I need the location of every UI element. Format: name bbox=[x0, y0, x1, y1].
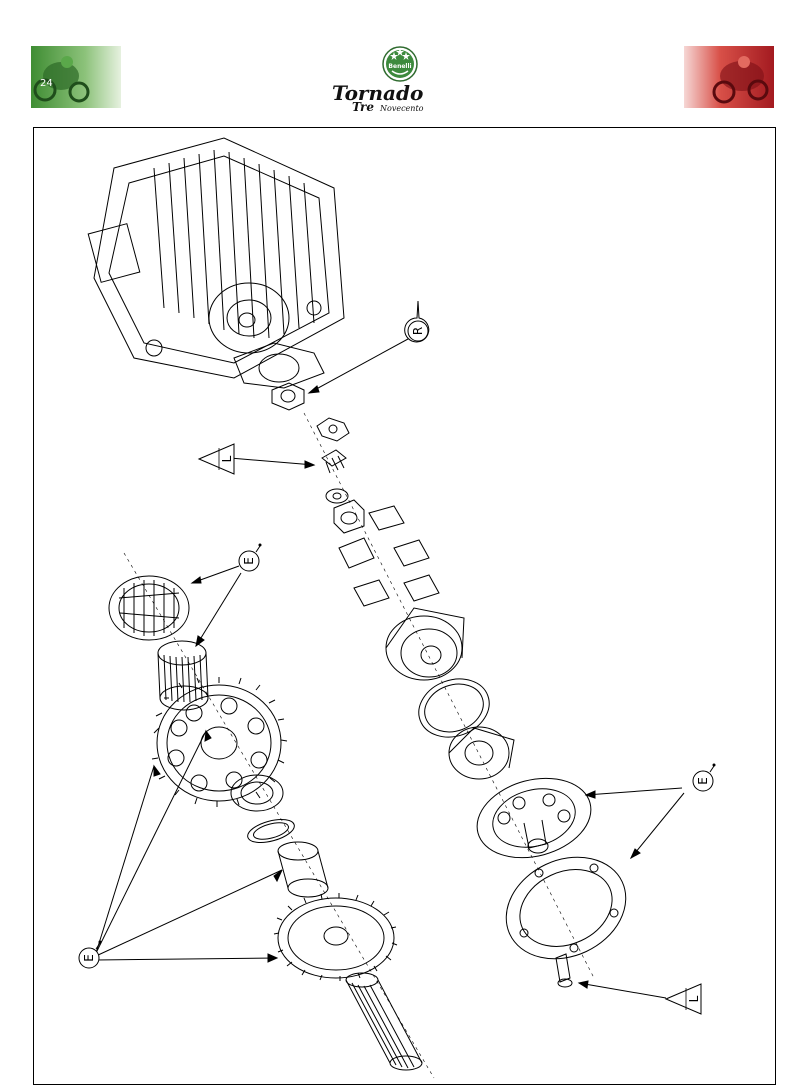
leader-lines bbox=[95, 332, 685, 999]
header-photo-red-rider bbox=[684, 46, 774, 108]
bolt-lower bbox=[555, 953, 573, 988]
splined-shaft bbox=[345, 972, 423, 1071]
brand-logo: Benelli Tornado Tre Novecento bbox=[332, 46, 424, 114]
marker-e-upper-label: E bbox=[242, 557, 256, 565]
brand-name: Tornado bbox=[332, 81, 423, 105]
alternator-nut bbox=[271, 382, 305, 411]
damper-housing bbox=[385, 607, 465, 681]
marker-l-lower: L bbox=[664, 983, 702, 1015]
bearing-right bbox=[448, 726, 515, 780]
alternator-housing bbox=[87, 137, 345, 379]
benelli-emblem: Benelli bbox=[382, 46, 418, 82]
emblem-text: Benelli bbox=[388, 63, 411, 70]
alternator-hub bbox=[233, 342, 325, 389]
header-photo-green-rider: 24 bbox=[31, 46, 121, 108]
dog-coupler bbox=[333, 499, 365, 534]
exploded-diagram: R L E E E L bbox=[78, 137, 716, 1079]
large-gear bbox=[151, 677, 288, 807]
circlip-left bbox=[247, 819, 295, 843]
brand-sub-suffix: Novecento bbox=[379, 104, 424, 113]
circlip-right bbox=[418, 678, 490, 738]
flange-shaft bbox=[476, 777, 592, 859]
marker-e-right-label: E bbox=[696, 777, 710, 785]
needle-bearing bbox=[157, 640, 209, 711]
marker-e-lower-label: E bbox=[82, 954, 96, 962]
marker-l-lower-label: L bbox=[687, 995, 701, 1002]
marker-l-upper: L bbox=[197, 443, 235, 475]
svg-text:24: 24 bbox=[40, 78, 53, 89]
marker-r-label: R bbox=[411, 327, 425, 335]
marker-e-lower: E bbox=[78, 940, 102, 969]
brand-sub-prefix: Tre bbox=[352, 100, 374, 114]
small-gear bbox=[273, 893, 398, 981]
marker-l-upper-label: L bbox=[220, 455, 234, 462]
diagram-frame: R L E E E L bbox=[33, 127, 776, 1085]
marker-e-upper: E bbox=[238, 543, 262, 572]
lock-washer bbox=[316, 417, 350, 442]
bolt-upper bbox=[321, 449, 347, 474]
washer-upper bbox=[325, 488, 349, 504]
flange-ring bbox=[505, 856, 627, 960]
rubber-dampers bbox=[338, 505, 440, 607]
marker-e-right: E bbox=[692, 763, 716, 792]
thrust-washer bbox=[230, 774, 284, 812]
marker-r: R bbox=[404, 300, 430, 343]
bushing-sleeve bbox=[277, 841, 329, 898]
sprag-clutch bbox=[108, 575, 190, 641]
